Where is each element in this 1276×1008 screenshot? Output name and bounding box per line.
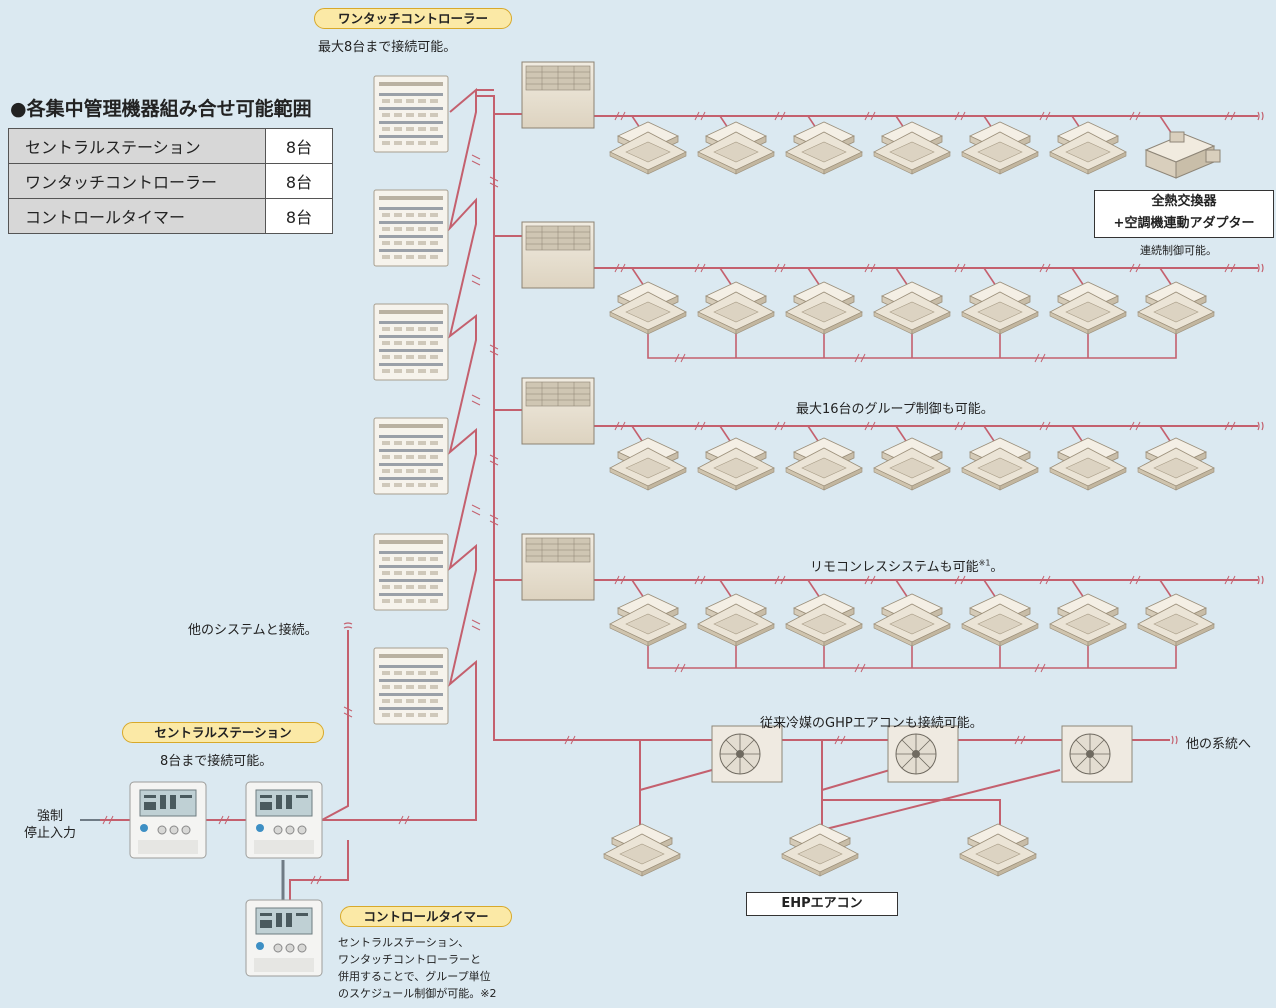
timer-badge: コントロールタイマー — [340, 906, 512, 927]
timer-note-line: セントラルステーション、 — [338, 936, 470, 949]
table-cell: 8台 — [265, 128, 333, 164]
timer-note-line: ワンタッチコントローラーと — [338, 953, 481, 966]
central-badge: セントラルステーション — [122, 722, 324, 743]
remoconless-end: 。 — [990, 560, 1004, 575]
remoconless-note: リモコンレスシステムも可能※1。 — [810, 556, 1003, 575]
onetouch-note: 最大8台まで接続可能。 — [318, 40, 457, 55]
timer-note: セントラルステーション、 ワンタッチコントローラーと 併用することで、グループ単… — [338, 934, 496, 1002]
erv-note: 連続制御可能。 — [1140, 244, 1217, 257]
erv-box: 全熱交換器 +空調機連動アダプター — [1094, 190, 1274, 238]
central-station-2 — [245, 781, 323, 859]
other-system-note: 他のシステムと接続。 — [188, 623, 318, 638]
forced-stop-line: 停止入力 — [24, 826, 77, 841]
remoconless-text: リモコンレスシステムも可能 — [810, 560, 979, 575]
erv-box-line: 全熱交換器 — [1151, 194, 1217, 209]
table-cell: 8台 — [265, 198, 333, 234]
ghp-note: 従来冷媒のGHPエアコンも接続可能。 — [760, 716, 983, 731]
table-cell: コントロールタイマー — [8, 198, 266, 234]
other-line-label: 他の系統へ — [1186, 737, 1252, 752]
table-cell: 8台 — [265, 163, 333, 199]
timer-note-line: 併用することで、グループ単位 — [338, 970, 491, 983]
table-cell: ワンタッチコントローラー — [8, 163, 266, 199]
central-station-1 — [129, 781, 207, 859]
onetouch-controller — [373, 75, 449, 153]
ghp-outdoor — [711, 725, 783, 783]
main-bus — [476, 95, 641, 830]
timer-note-line: のスケジュール制御が可能。※2 — [338, 987, 497, 1000]
footnote-mark: ※1 — [978, 558, 991, 568]
central-note: 8台まで接続可能。 — [160, 754, 273, 769]
forced-stop-line: 強制 — [37, 809, 64, 824]
group-note: 最大16台のグループ制御も可能。 — [796, 402, 994, 417]
onetouch-badge: ワンタッチコントローラー — [314, 8, 512, 29]
controller-trunk — [322, 87, 477, 821]
outdoor-unit — [521, 61, 595, 129]
ehp-box: EHPエアコン — [746, 892, 898, 916]
control-timer — [245, 899, 323, 977]
page-title: ●各集中管理機器組み合せ可能範囲 — [10, 98, 312, 120]
erv-box-line: +空調機連動アダプター — [1113, 216, 1255, 231]
table-cell: セントラルステーション — [8, 128, 266, 164]
forced-stop-label: 強制 停止入力 — [24, 808, 76, 842]
erv-unit — [1144, 131, 1221, 179]
